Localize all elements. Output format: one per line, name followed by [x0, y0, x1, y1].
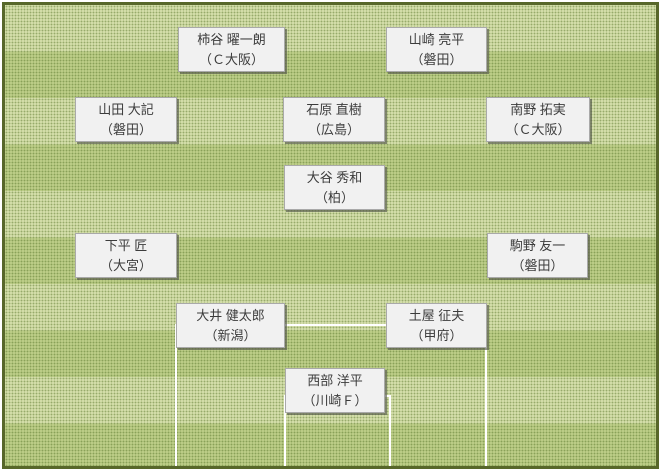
player-team: （Ｃ大阪） [505, 122, 571, 137]
player-team: （磐田） [99, 122, 152, 137]
player-box-9: 大井 健太郎 （新潟） [176, 303, 285, 348]
player-name: 大谷 秀和 [306, 170, 363, 185]
player-box-3: 山田 大記 （磐田） [75, 97, 177, 142]
player-box-10: 土屋 征夫 （甲府） [386, 303, 487, 348]
player-team: （甲府） [410, 328, 463, 343]
player-box-7: 下平 匠 （大宮） [75, 233, 177, 278]
player-name: 柿谷 曜一朗 [197, 32, 266, 47]
player-name: 山田 大記 [98, 102, 154, 117]
penalty-area-line [175, 324, 487, 466]
player-box-4: 石原 直樹 （広島） [283, 97, 385, 142]
player-box-2: 山崎 亮平 （磐田） [386, 27, 487, 72]
player-team: （柏） [314, 190, 354, 205]
player-name: 大井 健太郎 [196, 308, 265, 323]
player-team: （Ｃ大阪） [198, 52, 264, 67]
player-team: （川崎Ｆ） [302, 393, 368, 408]
player-name: 駒野 友一 [509, 238, 566, 253]
player-box-5: 南野 拓実 （Ｃ大阪） [486, 97, 590, 142]
player-box-6: 大谷 秀和 （柏） [284, 165, 385, 210]
player-name: 下平 匠 [104, 238, 148, 253]
player-name: 石原 直樹 [306, 102, 362, 117]
player-team: （広島） [307, 122, 360, 137]
player-box-8: 駒野 友一 （磐田） [487, 233, 588, 278]
player-name: 西部 洋平 [307, 373, 363, 388]
player-team: （磐田） [410, 52, 463, 67]
player-name: 山崎 亮平 [408, 32, 465, 47]
player-team: （大宮） [99, 258, 152, 273]
player-team: （新潟） [204, 328, 257, 343]
player-box-11: 西部 洋平 （川崎Ｆ） [285, 368, 385, 413]
player-name: 南野 拓実 [510, 102, 566, 117]
player-team: （磐田） [511, 258, 564, 273]
player-name: 土屋 征夫 [408, 308, 465, 323]
player-box-1: 柿谷 曜一朗 （Ｃ大阪） [178, 27, 285, 72]
